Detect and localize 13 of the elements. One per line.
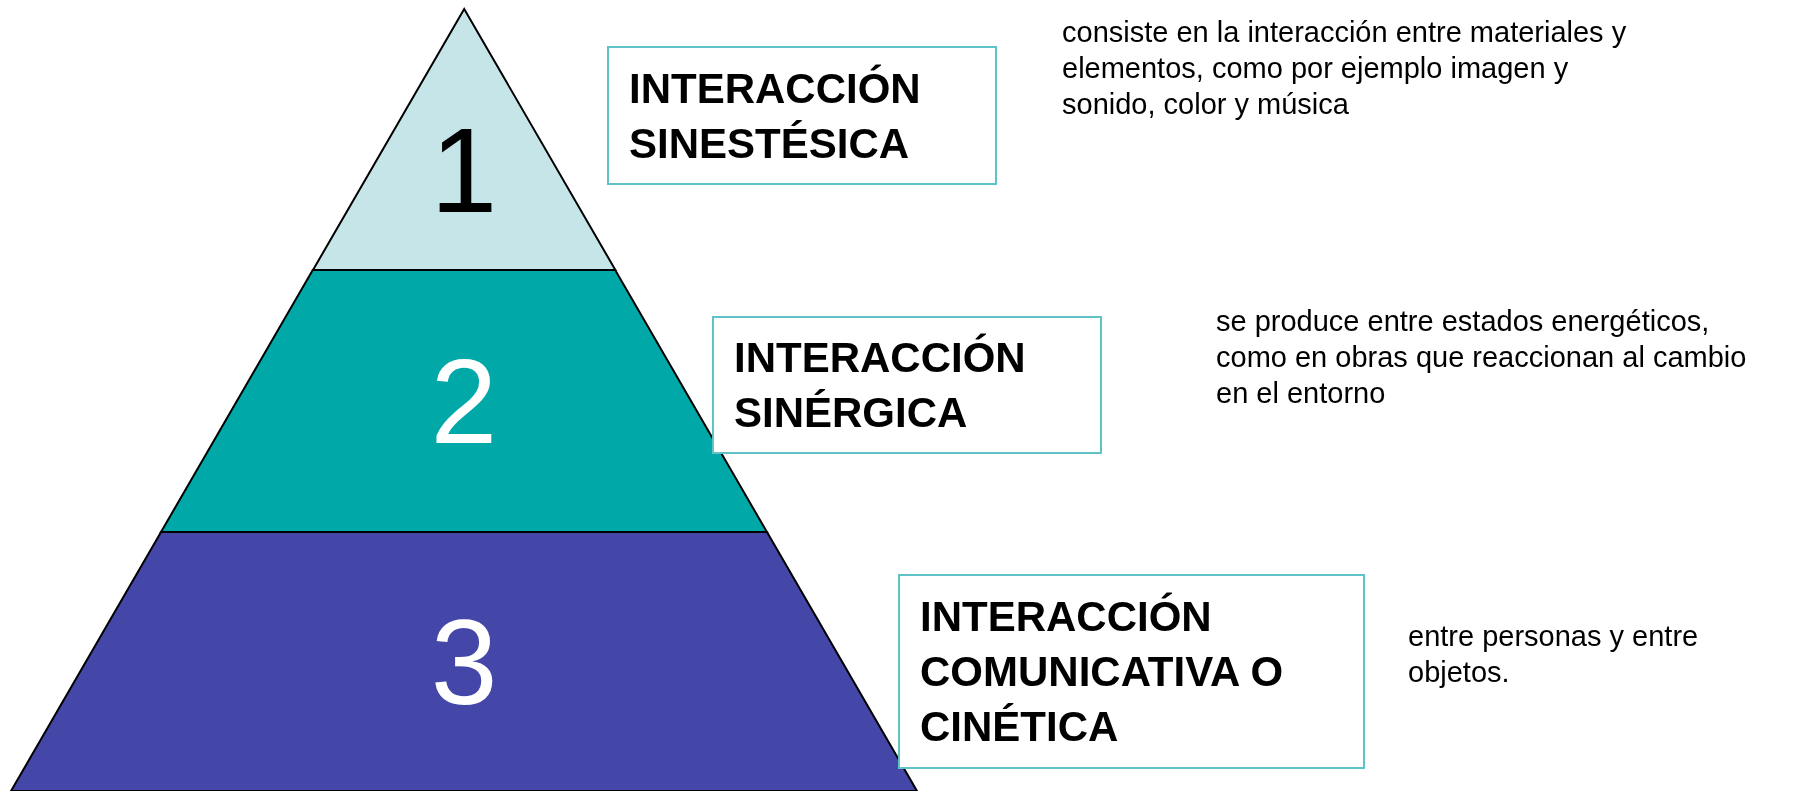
title-text: INTERACCIÓN SINESTÉSICA	[629, 63, 922, 169]
title-box	[607, 46, 997, 185]
title-text: INTERACCIÓN SINÉRGICA	[734, 332, 1027, 438]
title-box	[712, 316, 1102, 454]
tier-number: 2	[430, 341, 498, 461]
title-box	[898, 574, 1365, 769]
pyramid-tier	[11, 532, 917, 791]
tier-number: 3	[430, 601, 498, 722]
description-text: se produce entre estados energéticos, como en obras que reaccionan al cambio en el entorno	[1216, 304, 1748, 411]
tier-number: 1	[430, 109, 498, 230]
description-text: entre personas y entre objetos.	[1408, 619, 1700, 690]
title-text: INTERACCIÓN COMUNICATIVA O CINÉTICA	[920, 591, 1285, 752]
description-text: consiste en la interacción entre materiales y elementos, como por ejemplo imagen y sonido, color y música	[1062, 15, 1628, 122]
